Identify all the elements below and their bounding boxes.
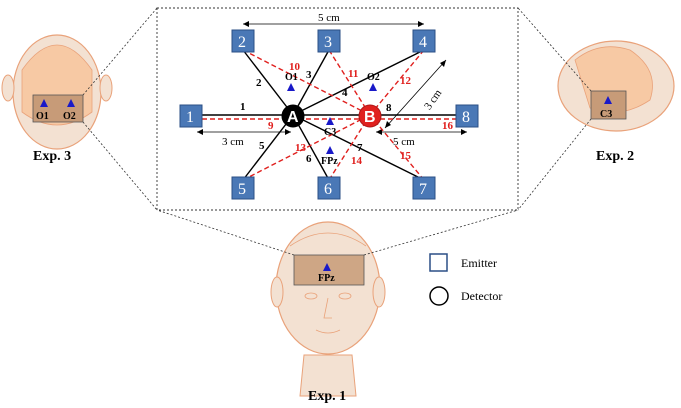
channel-15: 15	[400, 150, 412, 162]
exp2-c3-label: C3	[600, 109, 612, 120]
montage-o2-marker	[369, 83, 377, 91]
montage-sites: O1 O2 C3 FPz	[285, 72, 380, 167]
montage-fpz-marker	[326, 146, 334, 154]
emitter-6-label: 6	[324, 181, 332, 198]
exp1-fpz-label: FPz	[318, 273, 335, 284]
channel-labels-b: 9 10 11 12 13 14 15 16	[268, 61, 454, 167]
detector-a-label: A	[287, 109, 299, 126]
channel-2: 2	[256, 77, 262, 89]
emitter-3-label: 3	[324, 34, 332, 51]
legend: Emitter Detector	[429, 253, 502, 306]
montage-o1-marker	[287, 83, 295, 91]
channels-detector-a	[202, 49, 465, 181]
channel-11: 11	[348, 68, 358, 80]
emitter-2-label: 2	[238, 34, 246, 51]
montage-o2-label: O2	[367, 72, 380, 83]
emitter-6: 6	[317, 176, 341, 200]
emitter-5-label: 5	[238, 181, 246, 198]
emitters: 1 2 3 4 5 6 7 8	[179, 29, 479, 200]
exp1-head: FPz Exp. 1	[270, 221, 386, 404]
exp3-roi	[32, 94, 84, 123]
emitter-2: 2	[231, 29, 255, 53]
exp2-head: C3 Exp. 2	[557, 40, 675, 164]
zoom-guides	[82, 7, 592, 256]
emitter-5: 5	[231, 176, 255, 200]
montage-fpz-label: FPz	[321, 156, 338, 167]
emitter-8: 8	[455, 104, 479, 128]
channel-1: 1	[240, 101, 246, 113]
exp3-label: Exp. 3	[33, 149, 71, 164]
channel-5: 5	[259, 140, 265, 152]
o1-marker	[40, 99, 48, 107]
channel-8: 8	[386, 102, 392, 114]
exp1-label: Exp. 1	[308, 389, 346, 404]
exp2-c3-marker	[604, 96, 612, 104]
exp2-roi	[590, 90, 627, 120]
channel-12: 12	[400, 75, 412, 87]
legend-detector-swatch	[429, 286, 449, 306]
channel-7: 7	[357, 142, 363, 154]
montage-o1-label: O1	[285, 72, 298, 83]
detector-b-label: B	[364, 109, 376, 126]
emitter-7-label: 7	[419, 181, 427, 198]
channel-3: 3	[306, 69, 312, 81]
exp1-fpz-marker	[323, 263, 331, 271]
emitter-8-label: 8	[462, 109, 470, 126]
exp2-label: Exp. 2	[596, 149, 634, 164]
exp3-o2-label: O2	[63, 111, 76, 122]
emitter-7: 7	[412, 176, 436, 200]
montage-c3-label: C3	[324, 127, 336, 138]
channel-13: 13	[295, 142, 307, 154]
detector-b: B	[358, 104, 382, 128]
detector-a: A	[281, 104, 305, 128]
legend-detector-label: Detector	[461, 289, 502, 303]
channel-10: 10	[289, 61, 301, 73]
emitter-3: 3	[317, 29, 341, 53]
emitter-1-label: 1	[186, 109, 194, 126]
emitter-4-label: 4	[419, 34, 427, 51]
emitter-1: 1	[179, 104, 203, 128]
channel-labels-a: 1 2 3 4 5 6 7 8	[240, 69, 392, 165]
distance-top: 5 cm	[318, 12, 340, 24]
exp3-o1-label: O1	[36, 111, 49, 122]
montage-c3-marker	[326, 117, 334, 125]
o2-marker	[67, 99, 75, 107]
emitter-4: 4	[412, 29, 436, 53]
channel-4: 4	[342, 87, 348, 99]
distance-right: 5 cm	[393, 136, 415, 148]
distance-left: 3 cm	[222, 136, 244, 148]
channel-16: 16	[442, 120, 454, 132]
distance-annotations: 5 cm 3 cm 5 cm 3 cm	[197, 12, 467, 148]
legend-emitter-swatch	[429, 253, 448, 272]
channel-6: 6	[306, 153, 312, 165]
exp3-head: O1 O2 Exp. 3	[1, 34, 113, 164]
channel-9: 9	[268, 120, 274, 132]
channel-14: 14	[351, 155, 363, 167]
legend-emitter-label: Emitter	[461, 256, 497, 270]
